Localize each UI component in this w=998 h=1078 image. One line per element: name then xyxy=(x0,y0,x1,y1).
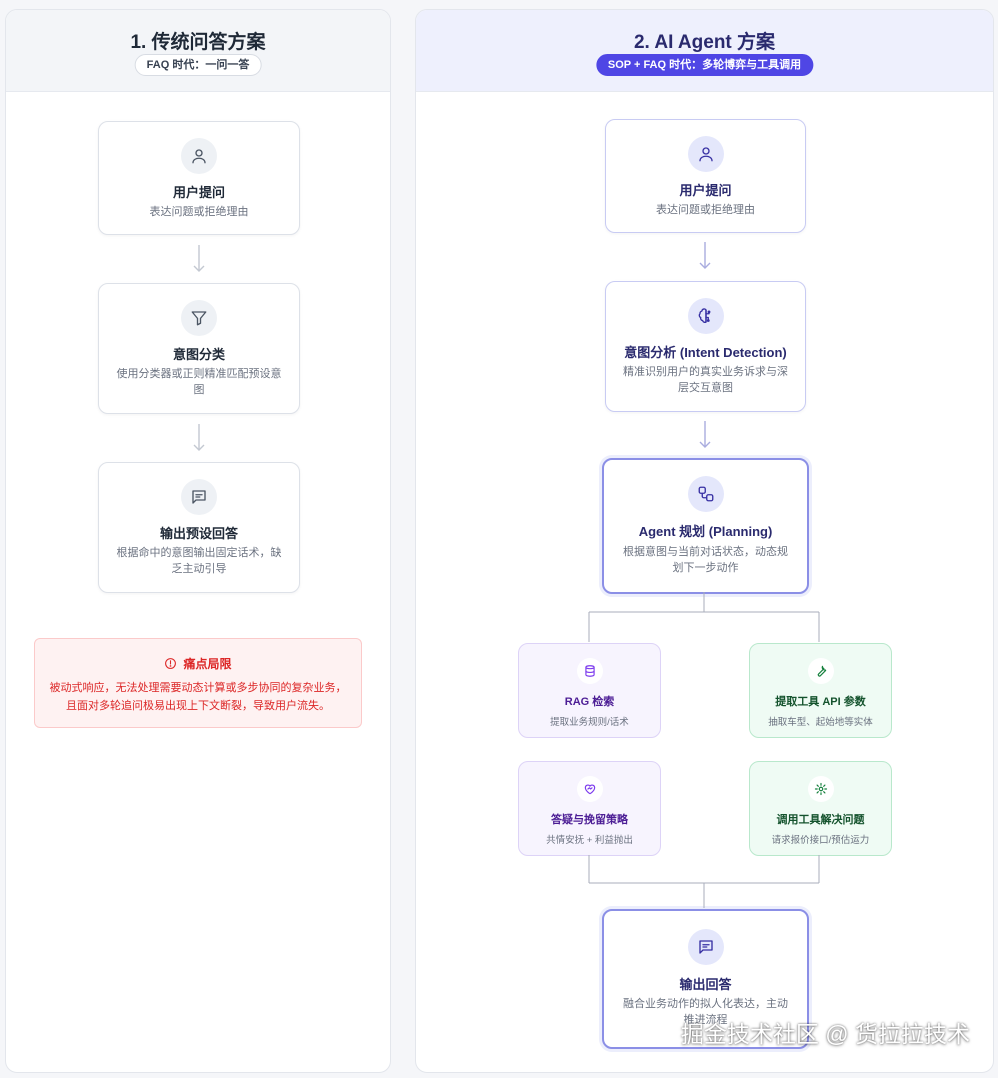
agent-node-retention-strategy-title: 答疑与挽留策略 xyxy=(551,814,628,826)
agent-node-user-question-title: 用户提问 xyxy=(679,183,732,198)
agent-node-user-question-desc: 表达问题或拒绝理由 xyxy=(656,204,755,216)
agent-node-planning-title: Agent 规划 (Planning) xyxy=(638,524,773,539)
left-node-preset-answer-desc: 根据命中的意图输出固定话术，缺乏主动引导 xyxy=(116,547,282,575)
agent-node-user-question: 用户提问 表达问题或拒绝理由 xyxy=(605,119,806,233)
workflow-icon xyxy=(687,476,724,512)
wrench-icon xyxy=(807,658,834,684)
agent-node-call-tool-title: 调用工具解决问题 xyxy=(776,814,865,826)
traditional-qa-panel: 1. 传统问答方案 FAQ 时代：一问一答 用户提问 表达问题或拒绝理由 意图分… xyxy=(5,9,391,1073)
agent-node-output-answer-title: 输出回答 xyxy=(679,977,732,992)
agent-node-rag-retrieval: RAG 检索 提取业务规则/话术 xyxy=(518,643,661,738)
left-node-user-question-desc: 表达问题或拒绝理由 xyxy=(149,206,249,218)
message-icon xyxy=(687,929,724,965)
down-arrow-icon xyxy=(193,245,205,272)
agent-node-call-tool-desc: 请求报价接口/预估运力 xyxy=(771,835,870,846)
agent-node-rag-retrieval-desc: 提取业务规则/话术 xyxy=(550,717,629,728)
user-icon xyxy=(687,136,724,172)
left-node-user-question: 用户提问 表达问题或拒绝理由 xyxy=(98,121,300,235)
agent-node-planning-desc: 根据意图与当前对话状态，动态规划下一步动作 xyxy=(623,546,788,574)
left-node-preset-answer: 输出预设回答 根据命中的意图输出固定话术，缺乏主动引导 xyxy=(98,462,300,593)
database-icon xyxy=(576,658,603,684)
left-node-intent-classify-desc: 使用分类器或正则精准匹配预设意图 xyxy=(116,368,282,396)
left-node-intent-classify-title: 意图分类 xyxy=(172,347,225,362)
watermark: 掘金技术社区 @ 货拉拉技术 xyxy=(680,1021,970,1047)
down-arrow-icon xyxy=(699,242,711,269)
agent-node-extract-api-params: 提取工具 API 参数 抽取车型、起始地等实体 xyxy=(749,643,892,738)
agent-node-retention-strategy: 答疑与挽留策略 共情安抚 + 利益抛出 xyxy=(518,761,661,856)
pain-point-box: 痛点局限 被动式响应，无法处理需要动态计算或多步协同的复杂业务，且面对多轮追问极… xyxy=(34,638,362,728)
agent-node-rag-retrieval-title: RAG 检索 xyxy=(564,696,615,708)
agent-node-intent-detection-desc: 精准识别用户的真实业务诉求与深层交互意图 xyxy=(623,366,788,394)
alert-circle-icon xyxy=(165,658,177,669)
user-icon xyxy=(181,138,217,174)
left-node-preset-answer-title: 输出预设回答 xyxy=(159,526,238,541)
left-node-intent-classify: 意图分类 使用分类器或正则精准匹配预设意图 xyxy=(98,283,300,414)
filter-icon xyxy=(181,300,217,336)
heart-handshake-icon xyxy=(576,776,603,802)
agent-node-intent-detection-title: 意图分析 (Intent Detection) xyxy=(624,345,787,360)
agent-node-extract-api-params-title: 提取工具 API 参数 xyxy=(775,696,866,708)
agent-node-output-answer: 输出回答 融合业务动作的拟人化表达，主动推进流程 xyxy=(602,909,809,1049)
agent-node-extract-api-params-desc: 抽取车型、起始地等实体 xyxy=(768,717,873,728)
agent-node-intent-detection: 意图分析 (Intent Detection) 精准识别用户的真实业务诉求与深层… xyxy=(605,281,806,412)
message-icon xyxy=(181,479,217,515)
left-node-user-question-title: 用户提问 xyxy=(172,185,225,200)
traditional-panel-title: 1. 传统问答方案 xyxy=(130,32,266,53)
ai-agent-panel: 2. AI Agent 方案 SOP + FAQ 时代：多轮博弈与工具调用 用户… xyxy=(415,9,994,1073)
agent-node-planning: Agent 规划 (Planning) 根据意图与当前对话状态，动态规划下一步动… xyxy=(602,458,809,594)
traditional-panel-header: 1. 传统问答方案 FAQ 时代：一问一答 xyxy=(6,10,390,92)
pain-point-title: 痛点局限 xyxy=(183,657,232,671)
pain-point-text: 被动式响应，无法处理需要动态计算或多步协同的复杂业务，且面对多轮追问极易出现上下… xyxy=(49,682,347,712)
down-arrow-icon xyxy=(699,421,711,448)
agent-panel-header: 2. AI Agent 方案 SOP + FAQ 时代：多轮博弈与工具调用 xyxy=(416,10,993,92)
agent-node-retention-strategy-desc: 共情安抚 + 利益抛出 xyxy=(546,835,633,846)
agent-node-output-answer-desc: 融合业务动作的拟人化表达，主动推进流程 xyxy=(623,998,788,1026)
gear-icon xyxy=(807,776,834,802)
brain-icon xyxy=(687,298,724,334)
agent-panel-title: 2. AI Agent 方案 xyxy=(633,32,776,53)
agent-node-call-tool: 调用工具解决问题 请求报价接口/预估运力 xyxy=(749,761,892,856)
agent-panel-badge: SOP + FAQ 时代：多轮博弈与工具调用 xyxy=(595,54,814,76)
traditional-panel-badge: FAQ 时代：一问一答 xyxy=(134,54,262,76)
down-arrow-icon xyxy=(193,424,205,451)
